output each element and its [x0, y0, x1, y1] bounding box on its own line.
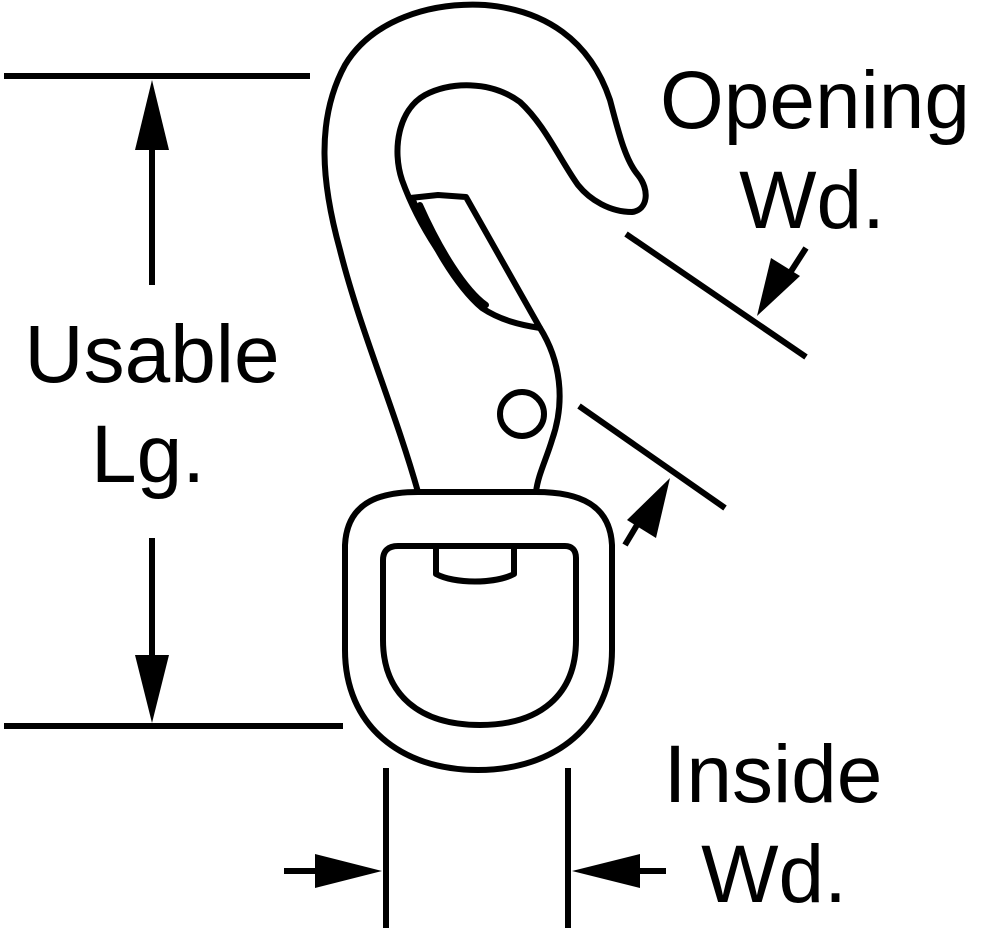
opening-extension-line-lower [577, 403, 727, 511]
pivot-pin [497, 389, 547, 439]
gate-slot [409, 195, 543, 331]
usable-length-dimension: Usable Lg. [4, 73, 343, 729]
gate-slot-inner [417, 202, 489, 308]
inside-label-line1: Inside [664, 729, 883, 820]
swivel-eye-inner [380, 543, 579, 728]
inside-arrow-right-icon [315, 854, 382, 888]
inside-label-line2: Wd. [701, 829, 847, 920]
opening-extension-line-upper [624, 231, 808, 360]
opening-arrow-down-icon [757, 258, 800, 316]
snap-hook [321, 1, 649, 773]
opening-width-dimension: Opening Wd. [577, 55, 970, 547]
usable-label-line1: Usable [24, 309, 279, 400]
usable-label-line2: Lg. [91, 409, 205, 500]
inside-width-dimension: Inside Wd. [284, 729, 882, 928]
usable-arrow-down-icon [135, 655, 169, 723]
usable-arrow-up-icon [135, 80, 169, 150]
swivel-stud [433, 545, 517, 585]
opening-label-line1: Opening [660, 55, 970, 146]
swivel-eye-outer [342, 489, 615, 773]
hook-gate-contour [407, 192, 563, 495]
hook-outer-contour [321, 1, 649, 495]
opening-label-line2: Wd. [739, 155, 885, 246]
opening-arrow-up-icon [627, 478, 670, 538]
inside-arrow-left-icon [572, 854, 640, 888]
